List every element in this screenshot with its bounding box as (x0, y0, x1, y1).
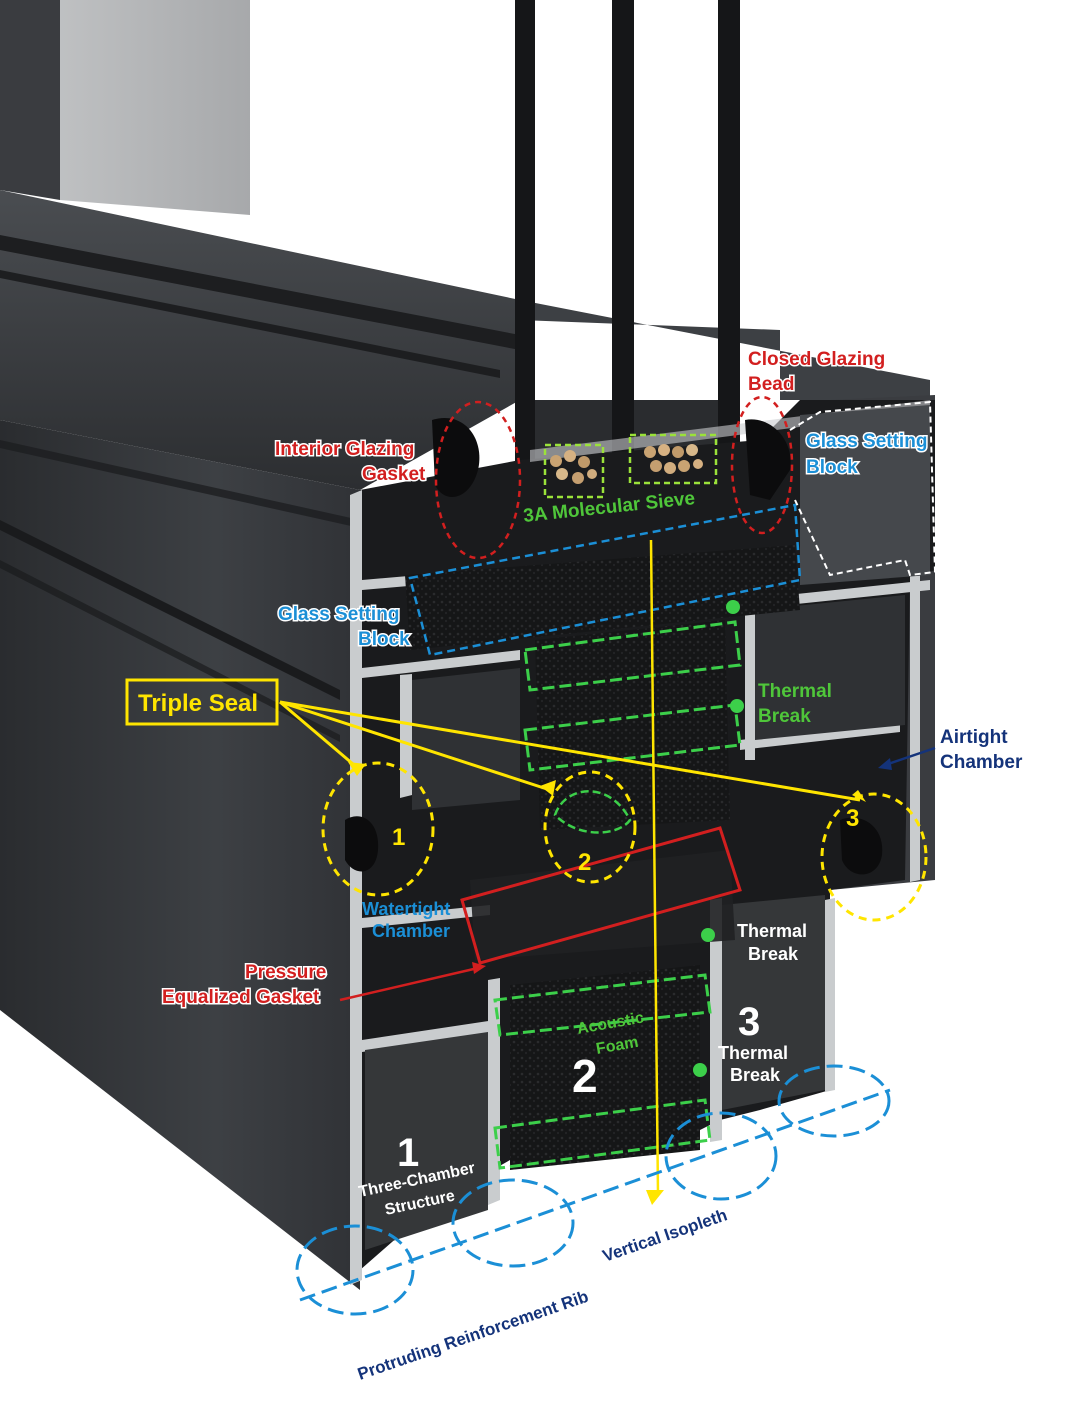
chamber-number-2: 2 (572, 1050, 598, 1102)
chamber-number-3: 3 (738, 1000, 760, 1044)
glass-pane-1 (515, 0, 535, 470)
label-thermal-break-low-2: Break (730, 1065, 781, 1085)
label-thermal-break-low-1: Thermal (718, 1043, 788, 1063)
thermal-break-strip-1 (523, 620, 742, 692)
molecular-sieve-beads (550, 444, 703, 484)
label-pressure-gasket-1: Pressure (245, 962, 326, 983)
seal-circle-3 (820, 792, 928, 922)
right-setting-block-outline (789, 400, 937, 577)
glass-setting-block-box (408, 503, 802, 657)
label-glass-setting-block-right-1: Glass Setting (806, 431, 927, 452)
label-pressure-gasket-2: Equalized Gasket (162, 987, 320, 1008)
pressure-gasket-box (460, 826, 742, 965)
profile-cross-section (345, 400, 935, 1285)
triple-seal-pointers (279, 700, 861, 802)
closed-bead-ellipse (730, 395, 794, 535)
label-triple-seal: Triple Seal (138, 690, 258, 717)
label-reinforcement-rib: Protruding Reinforcement Rib (355, 1287, 591, 1384)
seal-circle-2 (543, 770, 637, 884)
label-interior-glazing-gasket-2: Gasket (362, 464, 426, 485)
thermal-break-strip-2 (523, 703, 742, 772)
sieve-box-2 (628, 433, 718, 485)
interior-gasket-ellipse (434, 400, 522, 560)
acoustic-foam-block (510, 965, 700, 1170)
sieve-box-1 (543, 443, 605, 499)
setting-block-foam (405, 545, 800, 650)
label-glass-setting-block-left-2: Block (358, 629, 410, 650)
thermal-break-strip-4 (493, 1098, 712, 1170)
annotation-outlines (125, 395, 937, 1316)
label-thermal-break-mid-2: Break (748, 944, 799, 964)
reinforcement-rib-circles (295, 1064, 891, 1316)
chamber-1 (365, 1032, 488, 1250)
label-thermal-break-mid-1: Thermal (737, 921, 807, 941)
airtight-pointer (884, 746, 936, 767)
closed-bead-shape (745, 419, 791, 500)
vertical-isopleth-line (649, 539, 660, 1196)
chamber-number-1: 1 (397, 1131, 419, 1175)
seal-number-3: 3 (846, 805, 859, 832)
label-watertight-chamber-1: Watertight (362, 899, 450, 919)
frame-inner-reveal (0, 0, 60, 200)
label-glass-setting-block-left-1: Glass Setting (278, 604, 399, 625)
frame-side-face (0, 420, 360, 1290)
triple-glazing (515, 0, 740, 490)
thermal-break-strip-3 (493, 973, 712, 1037)
label-thermal-break-upper-2: Break (758, 706, 811, 727)
inner-glass-pane (60, 0, 250, 215)
label-watertight-chamber-2: Chamber (372, 921, 450, 941)
glass-pane-2 (612, 0, 634, 470)
label-closed-glazing-bead-1: Closed Glazing (748, 349, 885, 370)
seal-circle-1 (321, 761, 435, 897)
label-glass-setting-block-right-2: Block (806, 457, 858, 478)
chamber-3 (722, 895, 825, 1110)
glass-pane-3 (718, 0, 740, 470)
label-vertical-isopleth: Vertical Isopleth (600, 1205, 729, 1265)
label-interior-glazing-gasket-1: Interior Glazing (275, 439, 414, 460)
triple-seal-box (125, 678, 279, 726)
label-thermal-break-upper-1: Thermal (758, 681, 832, 702)
seal-number-1: 1 (392, 824, 405, 851)
seal-number-2: 2 (578, 849, 591, 876)
label-airtight-chamber-1: Airtight (940, 727, 1008, 748)
pressure-gasket-pointer (339, 966, 479, 1002)
label-closed-glazing-bead-2: Bead (748, 374, 794, 395)
label-airtight-chamber-2: Chamber (940, 752, 1023, 773)
